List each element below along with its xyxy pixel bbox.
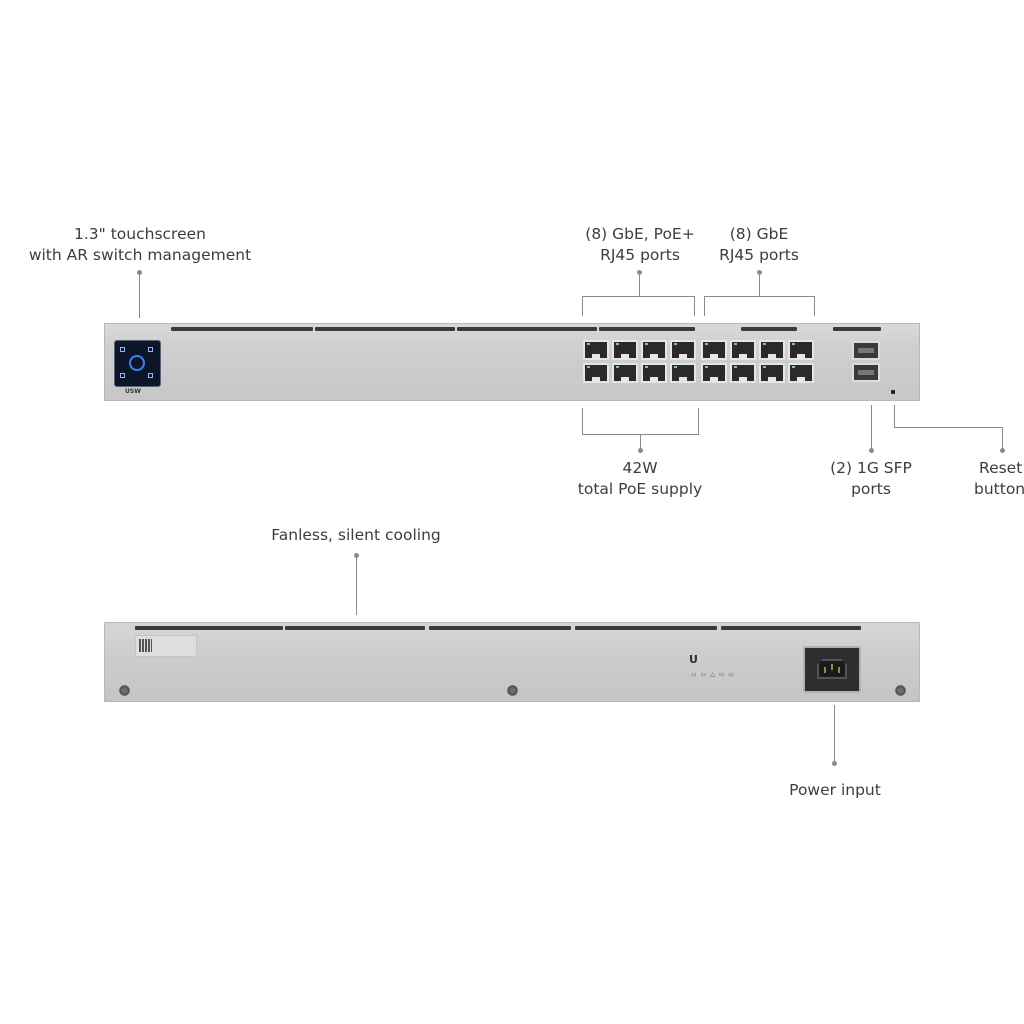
rj45-port[interactable] [788,363,814,383]
vent-slot [135,626,283,630]
poe-ports-bracket-left [582,296,583,316]
vent-slot [721,626,861,630]
screen-ring-icon [129,355,145,371]
rj45-port[interactable] [641,363,667,383]
rj45-port[interactable] [730,363,756,383]
gbe-ports-bracket-right [814,296,815,316]
poe-supply-bracket-right [698,408,699,435]
screw-icon [895,685,906,696]
poe-ports-bracket-right [694,296,695,316]
reset-leader-horizontal [894,427,1003,428]
rj45-port[interactable] [670,363,696,383]
sfp-leader-dot [869,448,874,453]
vent-slot [171,327,313,331]
sfp-ports-label: (2) 1G SFP ports [830,459,912,498]
vent-slot [741,327,797,331]
reset-leader-drop [1002,427,1003,449]
poe-supply-bracket-left [582,408,583,435]
sfp-port[interactable] [852,363,880,382]
screw-icon [507,685,518,696]
gbe-ports-bracket-left [704,296,705,316]
rj45-port[interactable] [759,363,785,383]
rj45-port[interactable] [701,363,727,383]
switch-front-panel: USW [104,323,920,401]
reset-button-label: Reset button [974,459,1024,498]
poe-ports-bracket-dot [637,270,642,275]
serial-label-sticker [135,635,197,657]
poe-ports-label: (8) GbE, PoE+ RJ45 ports [585,225,695,264]
screen-icon [148,347,153,352]
rj45-port[interactable] [730,340,756,360]
certification-marks: ▭ ▭ △ ▭ ▭ [691,671,735,678]
screen-icon [148,373,153,378]
iec-connector-icon [817,659,847,679]
vent-slot [285,626,425,630]
rj45-port[interactable] [670,340,696,360]
front-logo: USW [125,388,141,395]
poe-supply-stem [640,434,641,450]
poe-supply-dot [638,448,643,453]
sfp-leader [871,405,872,450]
power-leader [834,705,835,763]
vent-slot [315,327,455,331]
sfp-port[interactable] [852,341,880,360]
vent-slot [833,327,881,331]
touchscreen-display[interactable] [114,340,161,387]
poe-ports-bracket-stem [639,272,640,297]
screen-icon [120,347,125,352]
power-leader-dot [832,761,837,766]
reset-leader-dot [1000,448,1005,453]
gbe-ports-bracket-stem [759,272,760,297]
poe-supply-label: 42W total PoE supply [577,459,703,498]
rj45-port[interactable] [583,340,609,360]
cooling-leader [356,555,357,615]
rj45-port[interactable] [641,340,667,360]
rj45-port[interactable] [612,363,638,383]
switch-rear-panel: U ▭ ▭ △ ▭ ▭ [104,622,920,702]
cooling-label: Fanless, silent cooling [271,526,441,544]
qr-code-icon [139,639,152,652]
vent-slot [599,327,695,331]
reset-leader-vertical [894,405,895,428]
vent-slot [429,626,571,630]
touchscreen-label: 1.3" touchscreen with AR switch manageme… [28,225,252,264]
screen-icon [120,373,125,378]
reset-button[interactable] [891,390,895,394]
rear-logo: U [689,653,698,666]
touchscreen-leader-dot [137,270,142,275]
power-input-socket[interactable] [803,646,861,693]
rj45-port[interactable] [612,340,638,360]
screw-icon [119,685,130,696]
rj45-port[interactable] [759,340,785,360]
rj45-port[interactable] [583,363,609,383]
touchscreen-leader [139,272,140,318]
gbe-ports-bracket [704,296,815,297]
poe-ports-bracket [582,296,695,297]
gbe-ports-bracket-dot [757,270,762,275]
power-input-label: Power input [789,781,881,799]
rj45-port[interactable] [701,340,727,360]
vent-slot [575,626,717,630]
vent-slot [457,327,597,331]
rj45-port[interactable] [788,340,814,360]
gbe-ports-label: (8) GbE RJ45 ports [719,225,799,264]
